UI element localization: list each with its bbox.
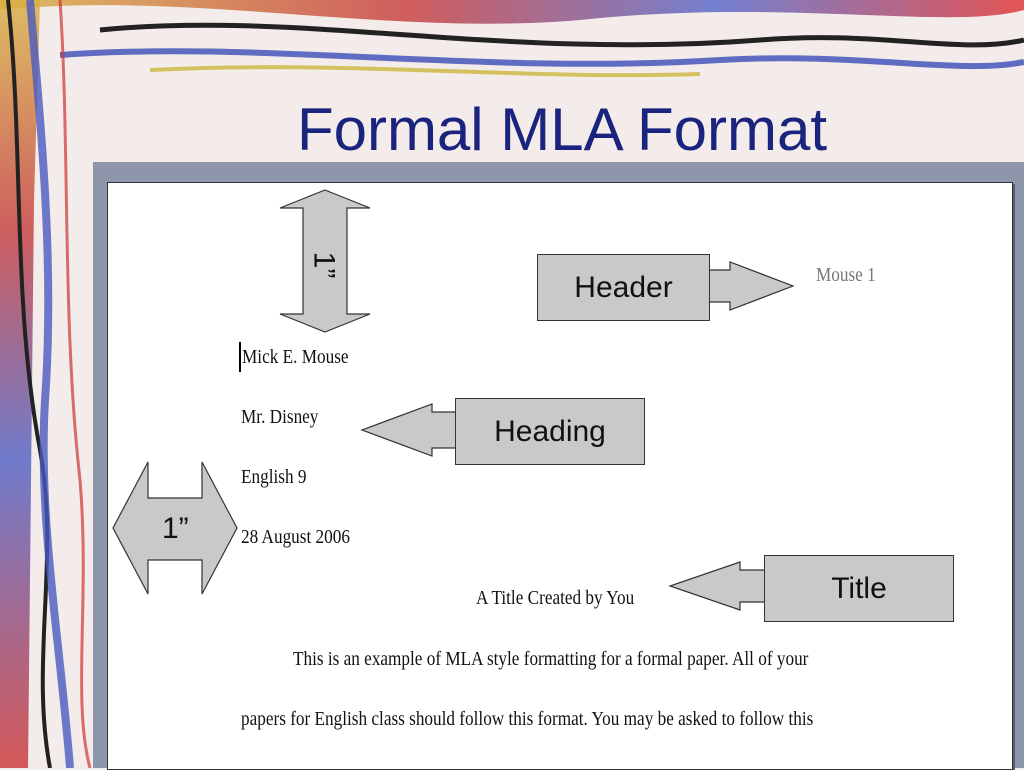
heading-line: Mr. Disney: [241, 406, 319, 428]
heading-line: Mick E. Mouse: [242, 346, 349, 368]
header-label-box: Header: [537, 254, 710, 321]
body-line: papers for English class should follow t…: [241, 708, 814, 730]
paper-title: A Title Created by You: [476, 587, 635, 609]
text-cursor: [239, 342, 241, 372]
left-margin-label: 1”: [162, 512, 189, 545]
heading-line: 28 August 2006: [241, 526, 350, 548]
title-label-box: Title: [764, 555, 954, 622]
heading-line: English 9: [241, 466, 307, 488]
top-margin-label: 1”: [307, 251, 341, 279]
body-line: This is an example of MLA style formatti…: [293, 648, 809, 670]
slide-title: Formal MLA Format: [296, 96, 828, 163]
document-header-text: Mouse 1: [816, 264, 876, 286]
heading-label-box: Heading: [455, 398, 645, 465]
